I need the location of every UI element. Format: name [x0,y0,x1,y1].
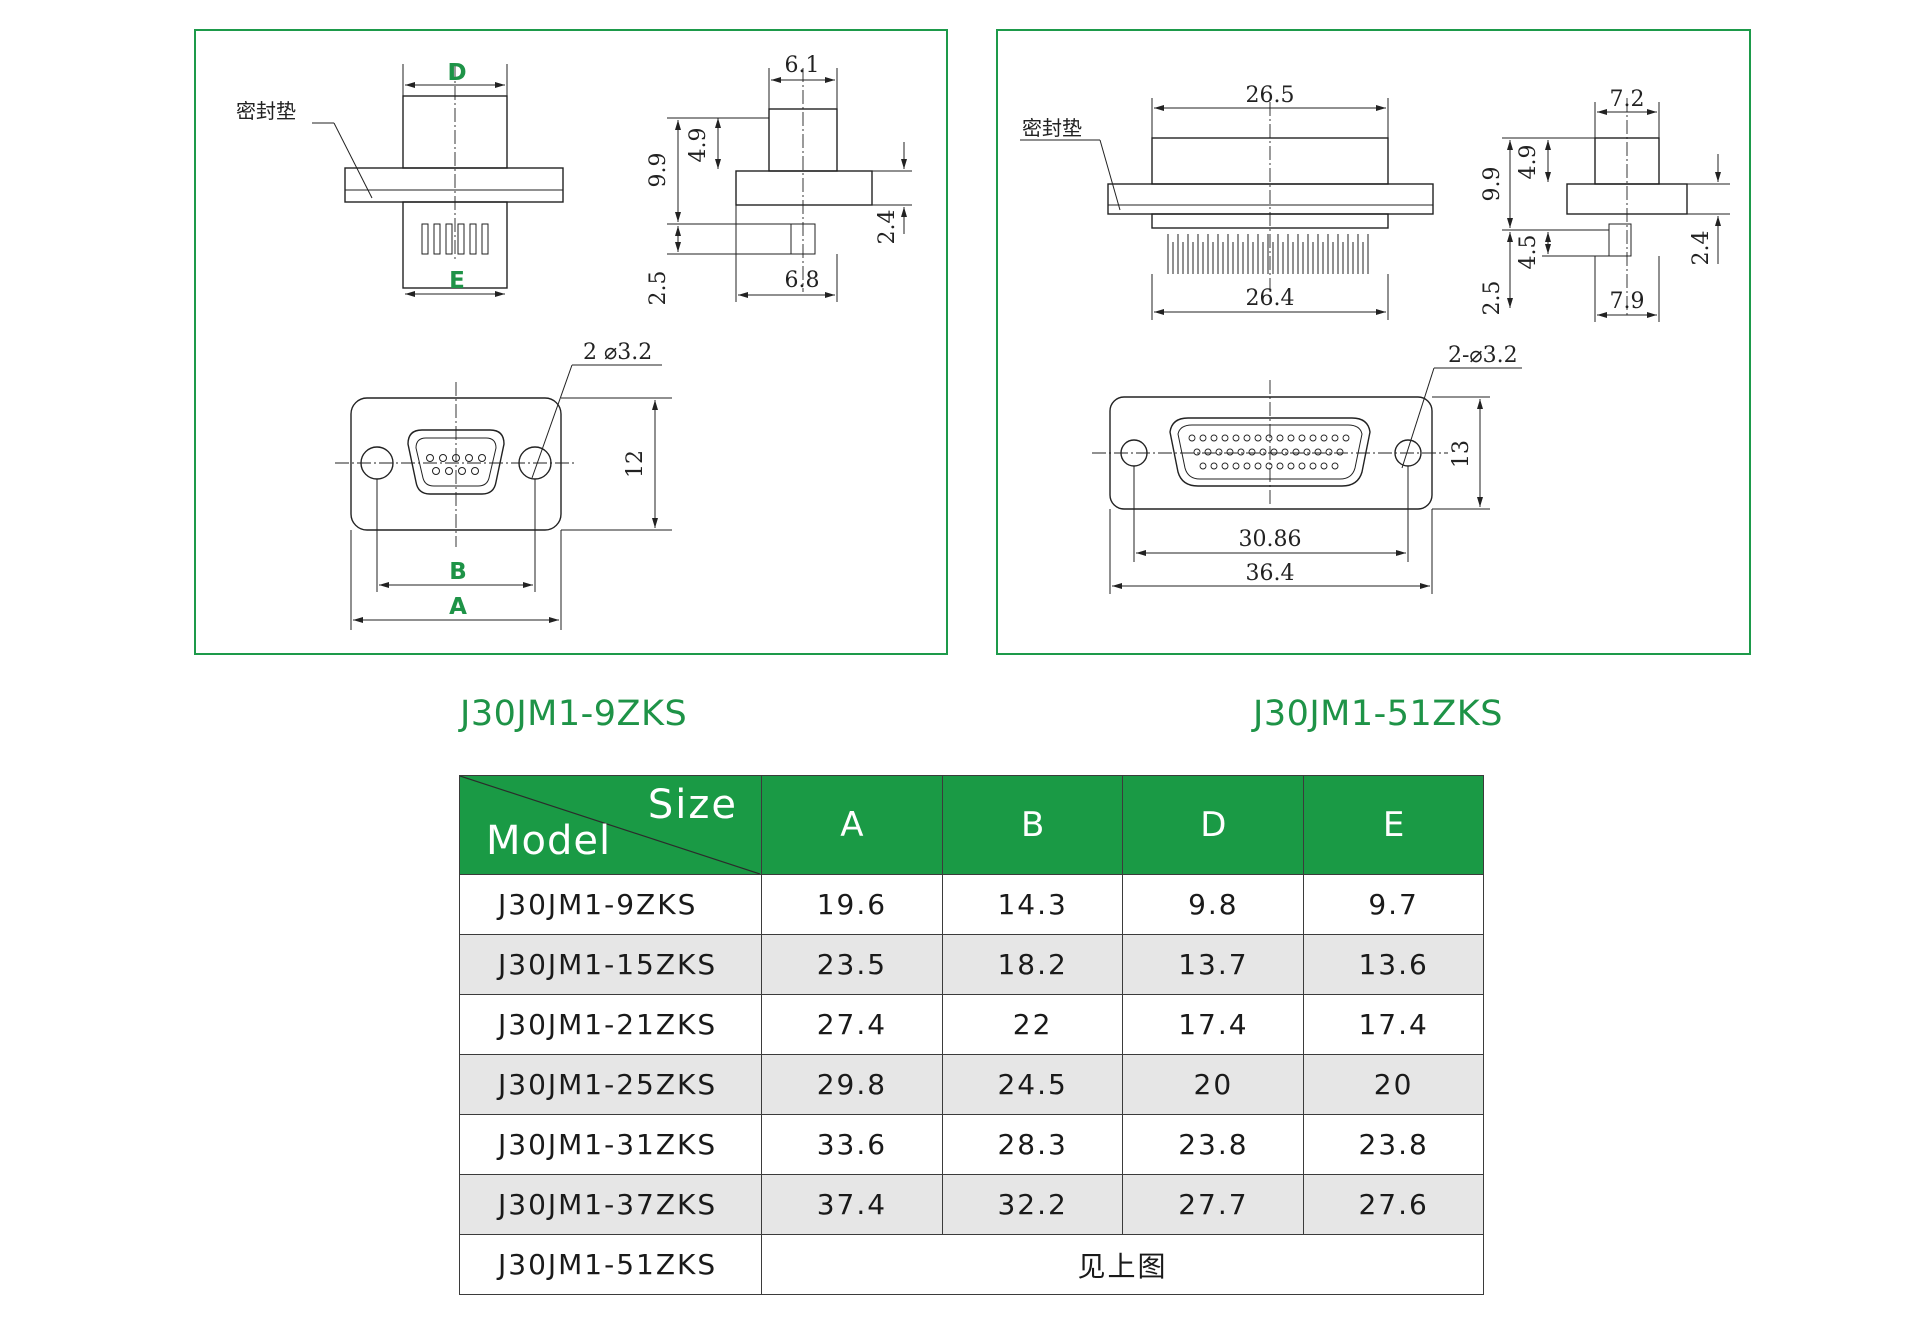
flange-51 [1107,183,1434,215]
flange [344,167,564,203]
table-header-row: Size Model A B D E [459,775,1484,875]
dim-2-5-51: 2.5 [1480,281,1505,316]
spec-table: Size Model A B D E J30JM1-9ZKS 19.6 14.3… [459,775,1485,1295]
dim-4-9: 4.9 [686,128,711,163]
pin-rows-51 [1167,234,1369,274]
column-header-a: A [760,775,943,875]
label-b: B [449,559,467,585]
dim-6-8: 6.8 [785,268,820,293]
corner-model-label: Model [486,818,612,864]
value-cell: 24.5 [941,1054,1124,1115]
dim-hole-51: 2-⌀3.2 [1448,343,1518,368]
value-cell: 27.7 [1122,1174,1305,1235]
value-cell: 27.6 [1303,1174,1484,1235]
value-cell: 32.2 [941,1174,1124,1235]
column-header-e: E [1303,775,1484,875]
value-cell: 20 [1303,1054,1484,1115]
table-row: J30JM1-9ZKS 19.6 14.3 9.8 9.7 [459,874,1484,935]
value-cell: 18.2 [941,934,1124,995]
label-d: D [447,60,466,86]
label-e: E [449,268,465,294]
value-cell: 29.8 [760,1054,943,1115]
front-flange [350,397,562,531]
left-drawing: D E 密封垫 6.1 9.9 4.9 2.4 2.5 6.8 [236,53,912,630]
model-cell: J30JM1-9ZKS [459,874,762,935]
corner-size-label: Size [647,782,738,828]
d-shell-51 [1169,417,1371,487]
dim-4-9-51: 4.9 [1516,145,1541,180]
contacts-51 [1188,434,1350,470]
table-row: J30JM1-15ZKS 23.5 18.2 13.7 13.6 [459,934,1484,995]
dim-13: 13 [1449,440,1474,468]
left-drawing-panel: D E 密封垫 6.1 9.9 4.9 2.4 2.5 6.8 [194,29,948,655]
value-cell: 9.8 [1122,874,1305,935]
dim-4-5: 4.5 [1516,235,1541,270]
table-row: J30JM1-51ZKS 见上图 [459,1234,1485,1295]
value-cell: 37.4 [760,1174,943,1235]
value-cell: 13.7 [1122,934,1305,995]
dim-26-5: 26.5 [1246,83,1295,108]
profile-flange [735,170,873,206]
value-cell: 28.3 [941,1114,1124,1175]
value-cell: 27.4 [760,994,943,1055]
model-cell: J30JM1-31ZKS [459,1114,762,1175]
model-cell: J30JM1-37ZKS [459,1174,762,1235]
value-cell: 23.8 [1303,1114,1484,1175]
model-cell: J30JM1-51ZKS [459,1234,762,1295]
value-cell: 19.6 [760,874,943,935]
value-cell: 13.6 [1303,934,1484,995]
value-cell: 17.4 [1122,994,1305,1055]
value-cell: 9.7 [1303,874,1484,935]
model-cell: J30JM1-15ZKS [459,934,762,995]
value-cell: 20 [1122,1054,1305,1115]
right-drawing: 26.5 26.4 密封垫 7.2 9.9 4.9 4.5 2.5 2.4 7.… [1020,83,1730,594]
dim-7-9: 7.9 [1610,289,1645,314]
column-header-b: B [941,775,1124,875]
dim-9-9-51: 9.9 [1480,167,1505,202]
model-cell: J30JM1-25ZKS [459,1054,762,1115]
value-cell: 17.4 [1303,994,1484,1055]
table-row: J30JM1-25ZKS 29.8 24.5 20 20 [459,1054,1484,1115]
dim-7-2: 7.2 [1610,87,1645,112]
label-a: A [449,594,467,620]
right-drawing-panel: 26.5 26.4 密封垫 7.2 9.9 4.9 4.5 2.5 2.4 7.… [996,29,1751,655]
model-cell: J30JM1-21ZKS [459,994,762,1055]
dim-hole: 2 ⌀3.2 [583,340,652,365]
value-cell: 33.6 [760,1114,943,1175]
dim-36-4: 36.4 [1246,561,1295,586]
dim-6-1: 6.1 [785,53,820,78]
seal-label-51: 密封垫 [1022,116,1082,140]
dim-2-5: 2.5 [646,271,671,306]
table-row: J30JM1-21ZKS 27.4 22 17.4 17.4 [459,994,1484,1055]
caption-right: J30JM1-51ZKS [1253,694,1503,734]
d-shell [407,429,505,495]
column-header-d: D [1122,775,1305,875]
value-cell: 14.3 [941,874,1124,935]
dim-9-9: 9.9 [646,153,671,188]
value-cell: 23.5 [760,934,943,995]
dim-2-4-51: 2.4 [1689,231,1714,266]
value-cell: 23.8 [1122,1114,1305,1175]
seal-label: 密封垫 [236,99,296,123]
dim-2-4: 2.4 [875,210,900,245]
table-row: J30JM1-37ZKS 37.4 32.2 27.7 27.6 [459,1174,1484,1235]
caption-left: J30JM1-9ZKS [460,694,688,734]
dim-12: 12 [623,450,648,478]
see-figure-note: 见上图 [760,1234,1485,1295]
value-cell: 22 [941,994,1124,1055]
dim-30-86: 30.86 [1239,527,1302,552]
dim-26-4: 26.4 [1246,286,1295,311]
pin-row [421,223,489,255]
table-row: J30JM1-31ZKS 33.6 28.3 23.8 23.8 [459,1114,1484,1175]
corner-header: Size Model [459,775,762,875]
